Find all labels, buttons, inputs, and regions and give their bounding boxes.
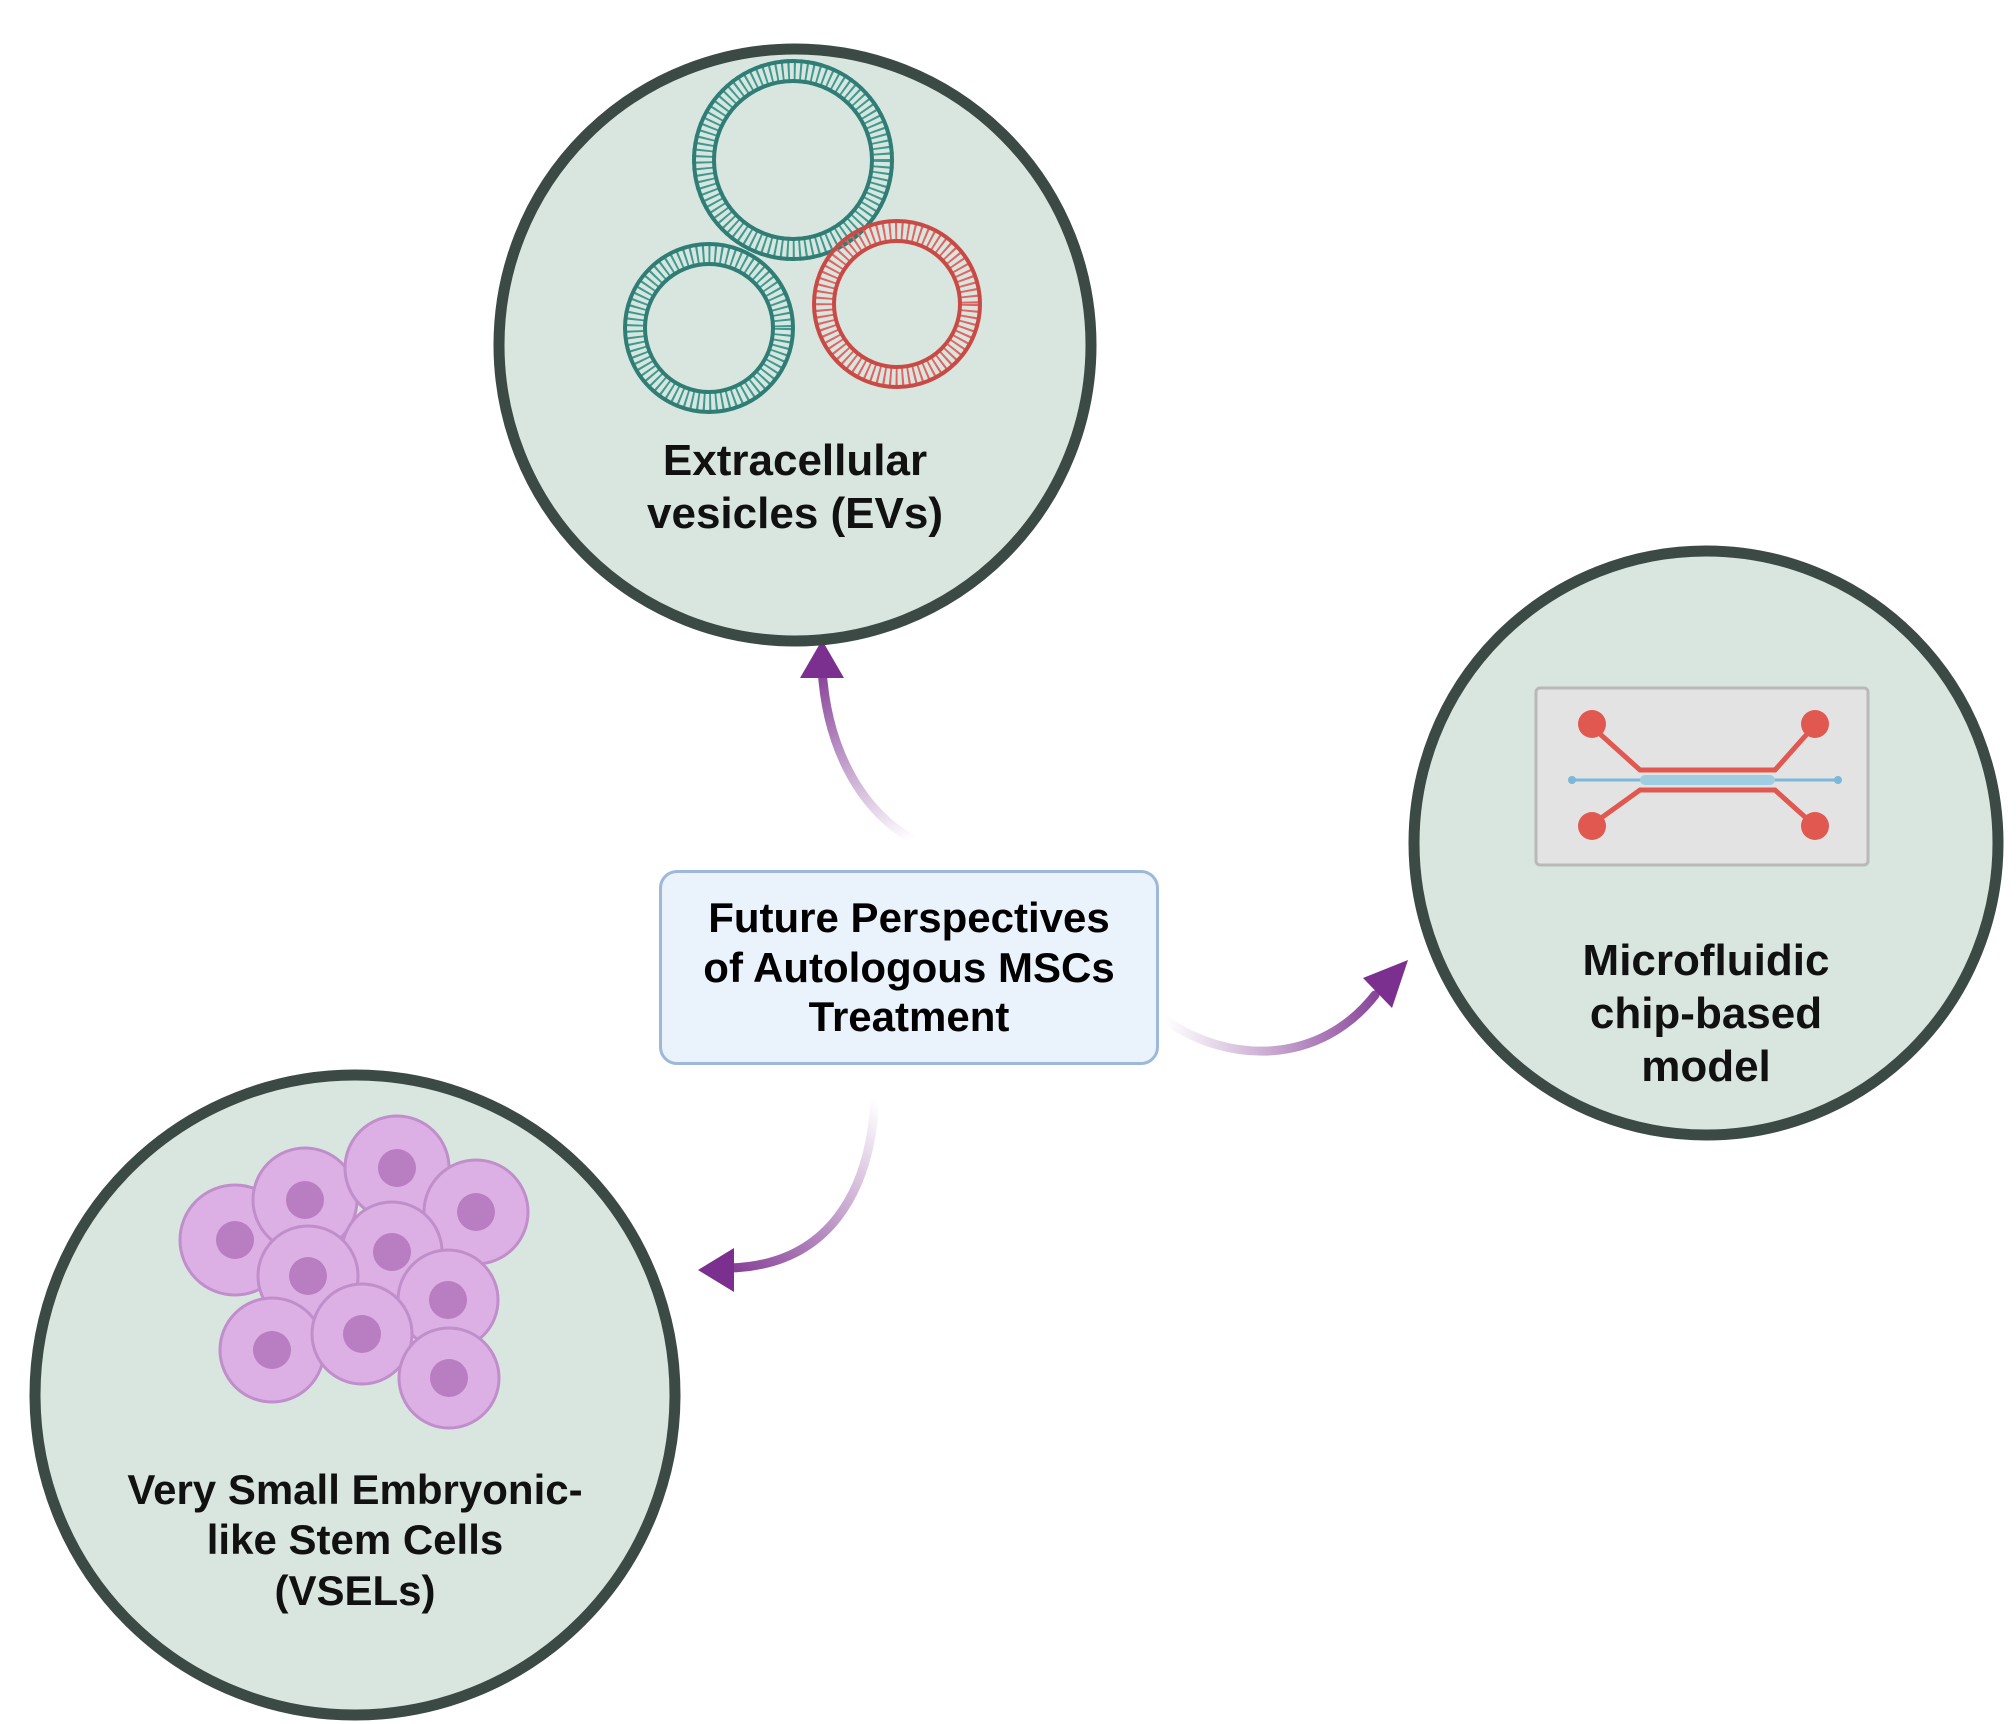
evs-label: Extracellular vesicles (EVs): [647, 436, 943, 538]
arrow-to-vsels: [698, 1095, 880, 1292]
center-topic-line: Future Perspectives: [708, 894, 1110, 942]
stem-cells-icon: [178, 1114, 530, 1430]
stem-cell: [310, 1282, 414, 1386]
microfluidic-chip-icon: [1534, 686, 1870, 867]
evs-node: [493, 43, 1097, 647]
vesicle-teal-top: [692, 59, 894, 261]
vsels-label: Very Small Embryonic- like Stem Cells (V…: [127, 1466, 583, 1614]
vesicle-icon: [623, 59, 982, 414]
vsels-node: [29, 1069, 681, 1721]
stem-cell: [397, 1326, 501, 1430]
center-topic-box: Future Perspectives of Autologous MSCs T…: [659, 870, 1159, 1065]
arrow-to-microfluidic: [1160, 960, 1408, 1056]
arrow-to-evs: [800, 640, 915, 843]
microfluidic-label: Microfluidic chip-based model: [1582, 936, 1830, 1091]
center-topic-line: Treatment: [808, 993, 1010, 1041]
vesicle-teal-left: [623, 242, 795, 414]
vesicle-red-right: [812, 219, 982, 389]
stem-cell: [218, 1296, 326, 1404]
microfluidic-node: [1408, 545, 2004, 1141]
stem-cell: [343, 1114, 451, 1222]
center-topic-line: of Autologous MSCs: [703, 943, 1115, 991]
